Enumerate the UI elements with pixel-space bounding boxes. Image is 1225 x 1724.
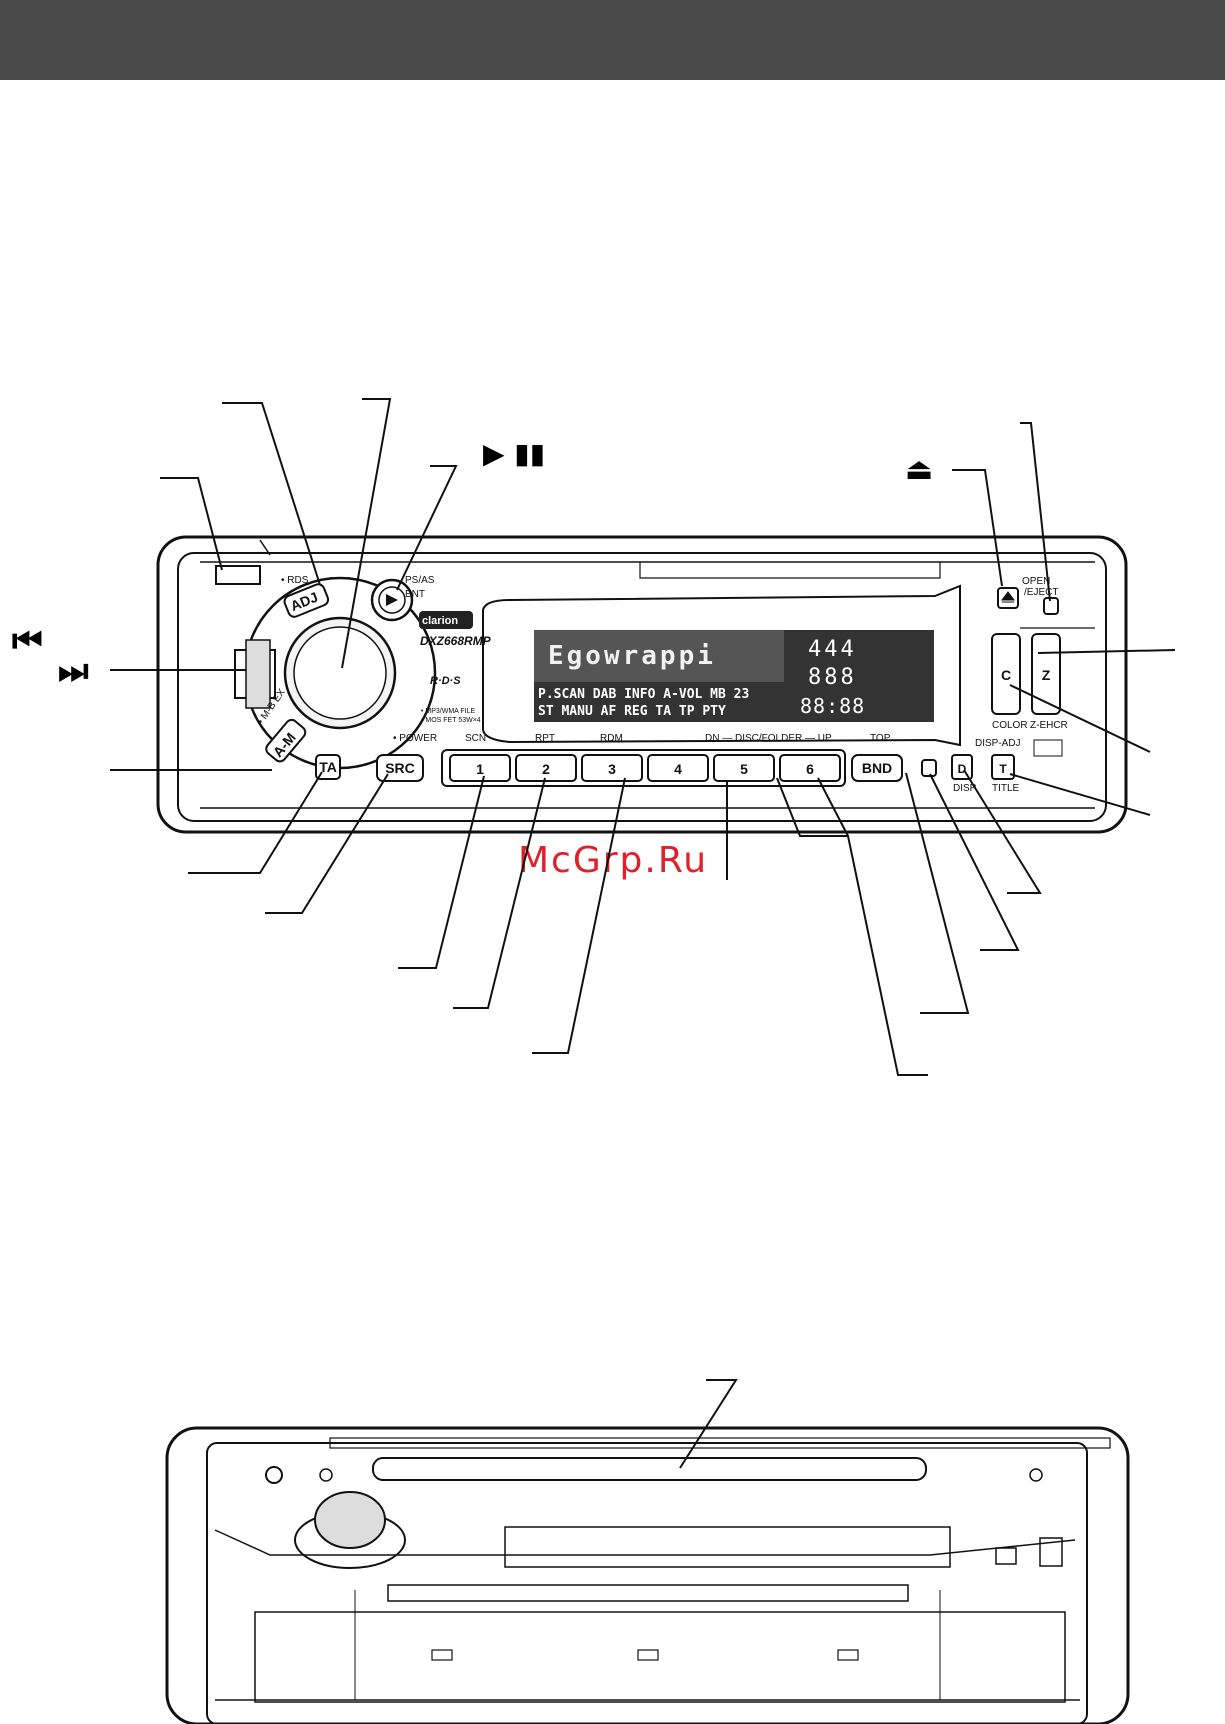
bnd-label: BND: [862, 760, 892, 776]
c-label: C: [1001, 667, 1011, 683]
preset-buttons: [449, 754, 841, 782]
model-name: DXZ668RMP: [420, 634, 492, 648]
display-seg-mid: 888: [808, 665, 857, 690]
mosfet-note: • MOS FET 53W×4: [421, 717, 481, 724]
power-label: • POWER: [393, 733, 437, 744]
rdm-label: RDM: [600, 733, 623, 744]
zehcr-label: Z-EHCR: [1030, 720, 1068, 731]
title-label: TITLE: [992, 783, 1020, 794]
open-label: OPEN: [1022, 576, 1050, 587]
rpt-label: RPT: [535, 733, 555, 744]
preset-5[interactable]: 5: [740, 761, 748, 777]
scn-label: SCN: [465, 733, 486, 744]
display-line1: Egowrappi: [548, 641, 716, 671]
display-seg-clock: 88:88: [800, 694, 865, 718]
preset-3[interactable]: 3: [608, 761, 616, 777]
display-line2: P.SCAN DAB INFO A-VOL MB 23: [538, 687, 749, 702]
ent-label: ENT: [405, 589, 425, 600]
prev-track-icon: ⏮: [12, 621, 43, 661]
preset-1[interactable]: 1: [476, 761, 484, 777]
color-label: COLOR: [992, 720, 1028, 731]
play-pause-icon: ▶ ▮▮: [483, 437, 546, 470]
z-label: Z: [1042, 667, 1051, 683]
dn-disc-up-label: DN — DISC/FOLDER — UP: [705, 733, 832, 744]
eject-label: /EJECT: [1024, 587, 1058, 598]
display-seg-top: 444: [808, 637, 857, 662]
rds-logo: R·D·S: [430, 675, 461, 687]
preset-2[interactable]: 2: [542, 761, 550, 777]
src-label: SRC: [385, 760, 415, 776]
top-label: TOP: [870, 733, 891, 744]
rds-label: • RDS: [281, 575, 309, 586]
display-line3: ST MANU AF REG TA TP PTY: [538, 704, 726, 719]
preset-6[interactable]: 6: [806, 761, 814, 777]
ps-as-label: PS/AS: [405, 575, 435, 586]
disp-adj-label: DISP-ADJ: [975, 738, 1021, 749]
brand-logo: clarion: [422, 615, 458, 627]
next-track-icon: ⏭: [58, 651, 89, 691]
ta-label: TA: [319, 759, 337, 775]
header-bar: [0, 0, 1225, 80]
adj-button[interactable]: [283, 582, 330, 618]
am-button[interactable]: [264, 717, 308, 763]
preset-4[interactable]: 4: [674, 761, 682, 777]
eject-icon: ⏏: [905, 452, 934, 487]
disp-label: DISP: [953, 783, 977, 794]
t-label: T: [999, 762, 1007, 776]
d-label: D: [958, 762, 967, 776]
mp3-note: • MP3/WMA FILE: [421, 708, 476, 715]
watermark: McGrp.Ru: [518, 840, 709, 881]
